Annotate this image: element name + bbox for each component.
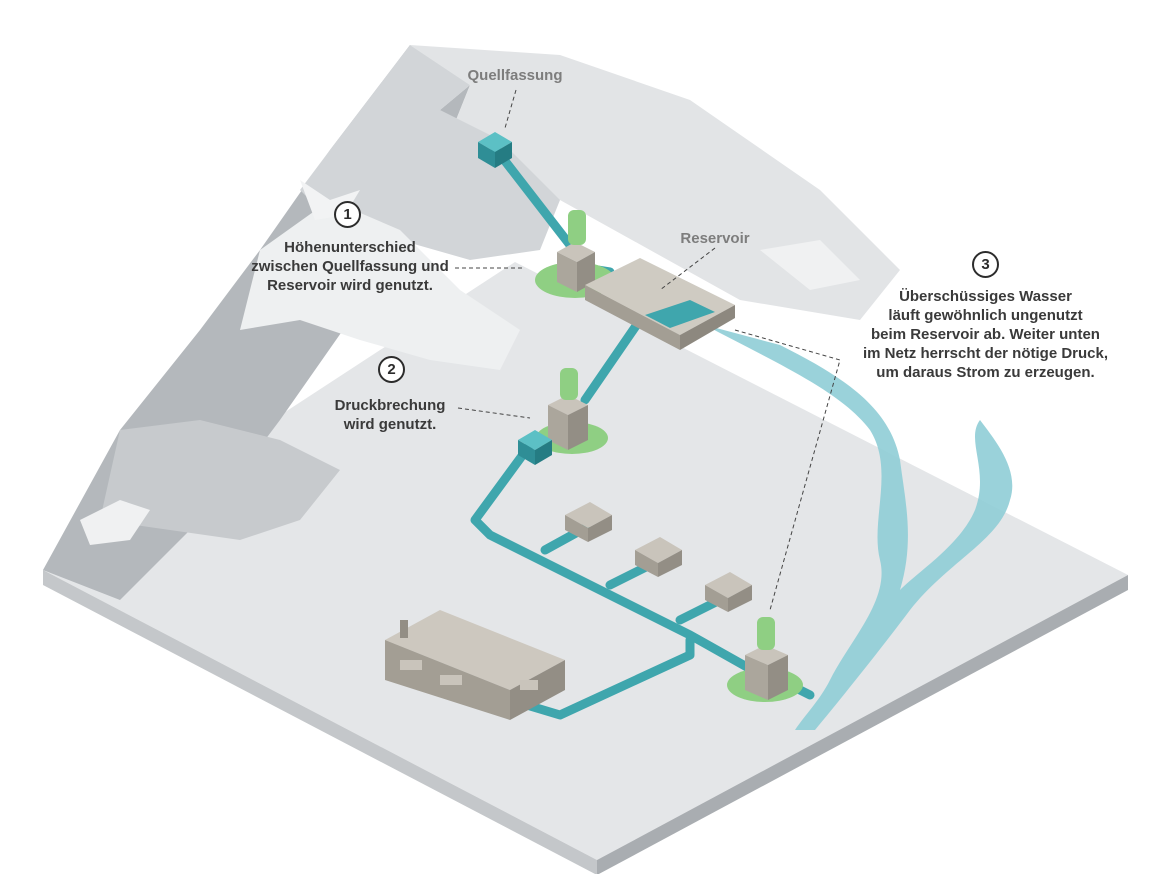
pipe-reservoir-to-turbine2 — [580, 315, 645, 405]
pipe-intake-to-turbine1 — [490, 143, 575, 250]
base-slab-left-edge — [43, 570, 597, 874]
callout-1-number: 1 — [334, 201, 361, 228]
river — [705, 325, 1013, 730]
house-2 — [635, 537, 682, 577]
callout-2-number: 2 — [378, 356, 405, 383]
house-1 — [565, 502, 612, 542]
turbine-1 — [535, 210, 615, 298]
base-slab-top — [43, 262, 1128, 860]
mountain-upper-snow — [300, 45, 560, 260]
label-spring-intake: Quellfassung — [467, 67, 563, 84]
leader-lines — [455, 89, 841, 611]
callout-1-line: Reservoir wird genutzt. — [267, 277, 433, 294]
leader-callout-2 — [457, 407, 531, 419]
callout-3-text: Überschüssiges Wasser läuft gewöhnlich u… — [848, 287, 1123, 382]
callout-3-line: läuft gewöhnlich ungenutzt — [888, 307, 1083, 324]
label-reservoir: Reservoir — [680, 230, 750, 247]
callout-3-line: im Netz herrscht der nötige Druck, — [862, 345, 1109, 362]
base-slab-right-edge — [597, 575, 1128, 874]
snow-patch-left — [80, 500, 150, 545]
callout-1-line: zwischen Quellfassung und — [251, 258, 449, 275]
mountain-lower-slope — [100, 420, 340, 540]
callout-2-line: wird genutzt. — [343, 416, 437, 433]
pressure-break-box — [518, 430, 552, 465]
callout-3-number: 3 — [972, 251, 999, 278]
reservoir-building — [585, 258, 735, 350]
callout-1-text: Höhenunterschied zwischen Quellfassung u… — [230, 238, 470, 295]
mountain-ridge-highlight — [240, 200, 520, 370]
pipe-branch-farm — [505, 635, 695, 720]
house-3 — [705, 572, 752, 612]
callout-3-line: um daraus Strom zu erzeugen. — [876, 364, 1095, 381]
turbine-2 — [536, 368, 608, 454]
callout-2-text: Druckbrechung wird genutzt. — [320, 396, 460, 434]
turbine-3 — [727, 617, 803, 702]
leader-reservoir — [659, 247, 716, 291]
pipe-main-distribution — [470, 440, 775, 685]
spring-intake-box — [478, 132, 512, 168]
snow-patch-right — [760, 240, 860, 290]
callout-3-line: Überschüssiges Wasser — [899, 288, 1072, 305]
farm-building — [385, 610, 565, 720]
callout-3-line: beim Reservoir ab. Weiter unten — [871, 326, 1100, 343]
callout-1-line: Höhenunterschied — [284, 239, 416, 256]
callout-2-line: Druckbrechung — [334, 397, 446, 414]
leader-callout-3 — [734, 329, 841, 611]
